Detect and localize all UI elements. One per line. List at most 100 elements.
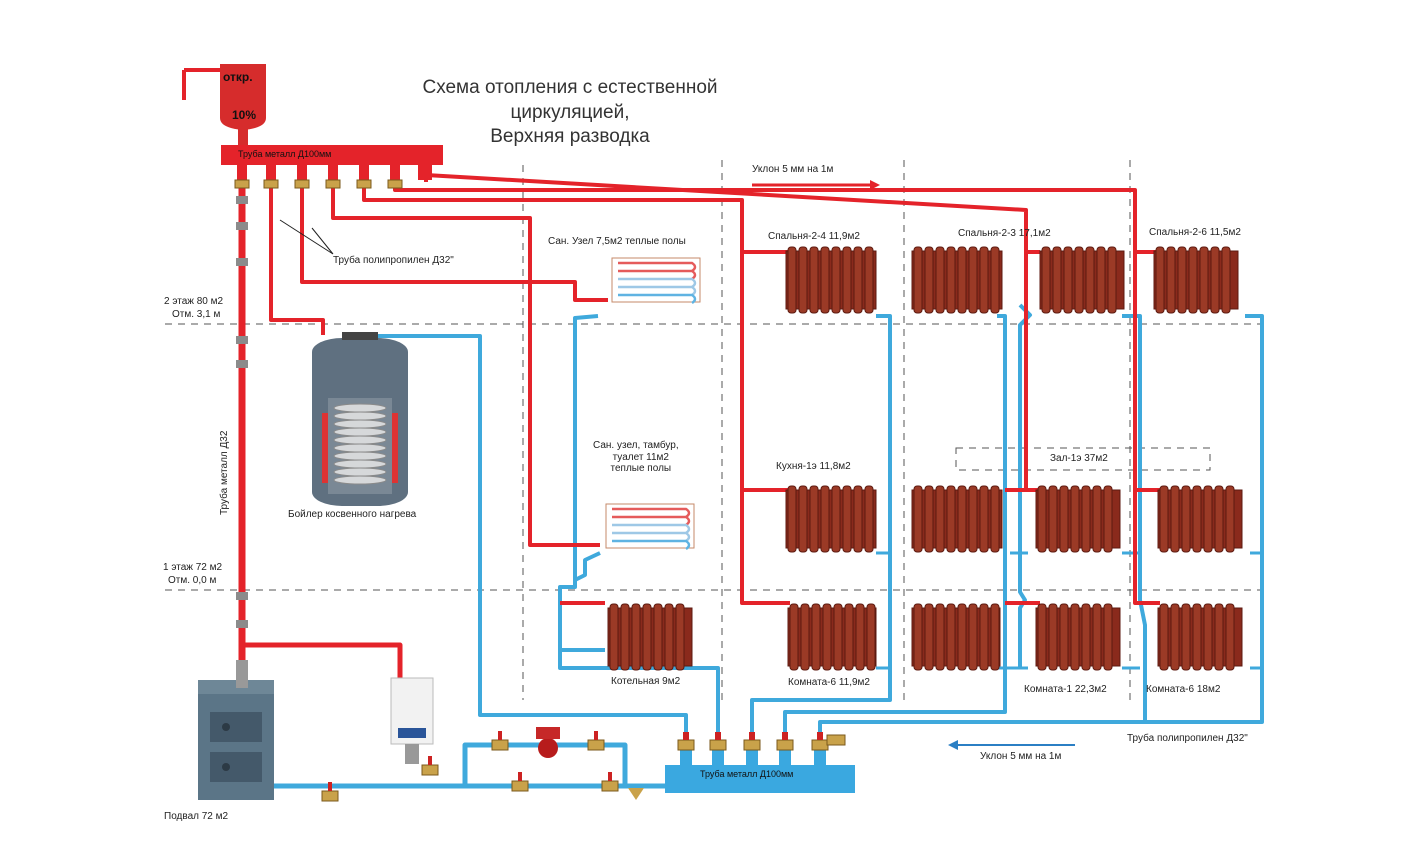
header-branch-stub (390, 165, 400, 185)
radiator-icon-hall-right (1059, 485, 1069, 553)
supply-floor1-coil (331, 182, 600, 547)
radiator-icon-room6b (1181, 603, 1191, 671)
floor2-level-line2: Отм. 3,1 м (172, 309, 221, 320)
room-bath1-line1: Сан. узел, тамбур, (593, 440, 679, 451)
radiator-icon-room1-left (957, 603, 967, 671)
radiator-icon-hall-right (1081, 485, 1091, 553)
radiator-icon-room6b (1203, 603, 1213, 671)
radiator-icon-kitchen (831, 485, 841, 553)
radiator-icon-boiler-room (664, 603, 674, 671)
radiator-icon-room6b (1192, 603, 1202, 671)
supply-column-2 (424, 173, 1030, 492)
radiator-icon-hall-left (979, 485, 989, 553)
radiator-icon-kitchen (809, 485, 819, 553)
floor1-underfloor-heating-coil-icon (612, 523, 691, 535)
radiator-icon-room6b-upper (1214, 485, 1224, 553)
radiator-icon-bedroom23-left (946, 246, 956, 314)
room-kitchen-label: Кухня-1э 11,8м2 (776, 461, 851, 472)
radiator-icon-bedroom24 (853, 246, 863, 314)
radiator-icon-room6a (822, 603, 832, 671)
radiator-icon-room6a (866, 603, 876, 671)
radiator-icon-room1-right (1092, 603, 1102, 671)
radiator-icon-bedroom24 (820, 246, 830, 314)
radiator-icon-hall-right (1092, 485, 1102, 553)
brass-fitting-icon (743, 739, 761, 751)
room-bath1-line3: теплые полы (610, 463, 672, 474)
radiator-icon-bedroom23-right (1085, 246, 1095, 314)
radiator-icon-bedroom24 (798, 246, 808, 314)
radiator-icon-bedroom26 (1221, 246, 1231, 314)
boiler-coil-icon (333, 467, 387, 477)
valve-handle (518, 772, 522, 781)
slope-label-top: Уклон 5 мм на 1м (752, 164, 834, 175)
radiator-icon-room6b-upper (1192, 485, 1202, 553)
floor1-underfloor-heating-coil-icon (612, 539, 691, 551)
ball-valve-icon (511, 780, 529, 792)
radiator-icon-bedroom23-right (1052, 246, 1062, 314)
return-pipe-boiler (376, 334, 688, 740)
room-bath1-label: Сан. узел, тамбур, туалет 11м2 теплые по… (593, 440, 679, 475)
valve-handle (498, 731, 502, 740)
radiator-icon-room1-left (979, 603, 989, 671)
radiator-icon-room1-left (946, 603, 956, 671)
radiator-icon-hall-right (1048, 485, 1058, 553)
radiator-icon-bedroom23-right (1074, 246, 1084, 314)
radiator-icon-hall-left (946, 485, 956, 553)
ball-valve-icon (749, 732, 755, 740)
riser-coupling-icon (236, 336, 248, 344)
floor2-underfloor-heating-coil-icon (618, 261, 697, 273)
floor1-underfloor-heating-coil-icon (612, 507, 691, 519)
title-line-2: циркуляцией, (510, 101, 630, 123)
boiler-door-handle (222, 723, 230, 731)
radiator-icon-bedroom23-left (968, 246, 978, 314)
room-bath1-line2: туалет 11м2 (612, 451, 669, 463)
ball-valve-icon (817, 732, 823, 740)
radiator-icon-hall-right (1037, 485, 1047, 553)
boiler-coil-icon (333, 459, 387, 469)
floor1-level-line2: Отм. 0,0 м (168, 575, 217, 586)
radiator-icon-room6b (1170, 603, 1180, 671)
radiator-icon-boiler-room (609, 603, 619, 671)
return-pipe-floor1-coil (574, 551, 601, 582)
supply-floor2-coil (300, 182, 608, 302)
return-pipe-right-3 (818, 314, 1147, 740)
floor2-underfloor-heating-coil-icon (618, 269, 697, 281)
slope-arrow-bottom-head (948, 740, 958, 750)
radiator-icon-bedroom26 (1166, 246, 1176, 314)
boiler-upper-door (210, 712, 262, 742)
title-line-1: Схема отопления с естественной (422, 77, 718, 98)
radiator-icon-kitchen (820, 485, 830, 553)
ball-valve-icon (491, 739, 509, 751)
radiator-icon-room1-right (1037, 603, 1047, 671)
room-bedroom26-label: Спальня-2-6 11,5м2 (1149, 227, 1241, 238)
ball-valve-icon (683, 732, 689, 740)
radiator-icon-bedroom23-left (957, 246, 967, 314)
brass-fitting-icon (294, 179, 310, 189)
radiator-icon-bedroom23-left (924, 246, 934, 314)
radiator-icon-room1-left (924, 603, 934, 671)
slope-label-bottom: Уклон 5 мм на 1м (980, 751, 1062, 762)
radiator-icon-bedroom23-right (1063, 246, 1073, 314)
strainer-icon (628, 788, 644, 800)
floor2-underfloor-heating-coil-icon (618, 285, 697, 297)
riser-coupling-icon (236, 196, 248, 204)
radiator-icon-kitchen (853, 485, 863, 553)
room-bedroom24-label: Спальня-2-4 11,9м2 (768, 231, 860, 242)
room-boiler-room-label: Котельная 9м2 (611, 676, 681, 687)
return-header-label: Труба металл Д100мм (700, 769, 794, 779)
valve-handle (594, 731, 598, 740)
radiator-icon-room6b-upper (1225, 485, 1235, 553)
brass-fitting-icon (356, 179, 372, 189)
radiator-icon-boiler-room (642, 603, 652, 671)
tank-open-label: откр. (223, 70, 253, 84)
brass-fitting-icon (677, 739, 695, 751)
boiler-coil-icon (333, 403, 387, 413)
return-pipe-right-1 (750, 314, 892, 740)
room-room1-label: Комната-1 22,3м2 (1024, 684, 1107, 695)
radiator-icon-room6a (789, 603, 799, 671)
radiator-icon-bedroom24 (831, 246, 841, 314)
valve-handle (328, 782, 332, 791)
radiator-icon-kitchen (842, 485, 852, 553)
radiator-icon-room1-right (1048, 603, 1058, 671)
